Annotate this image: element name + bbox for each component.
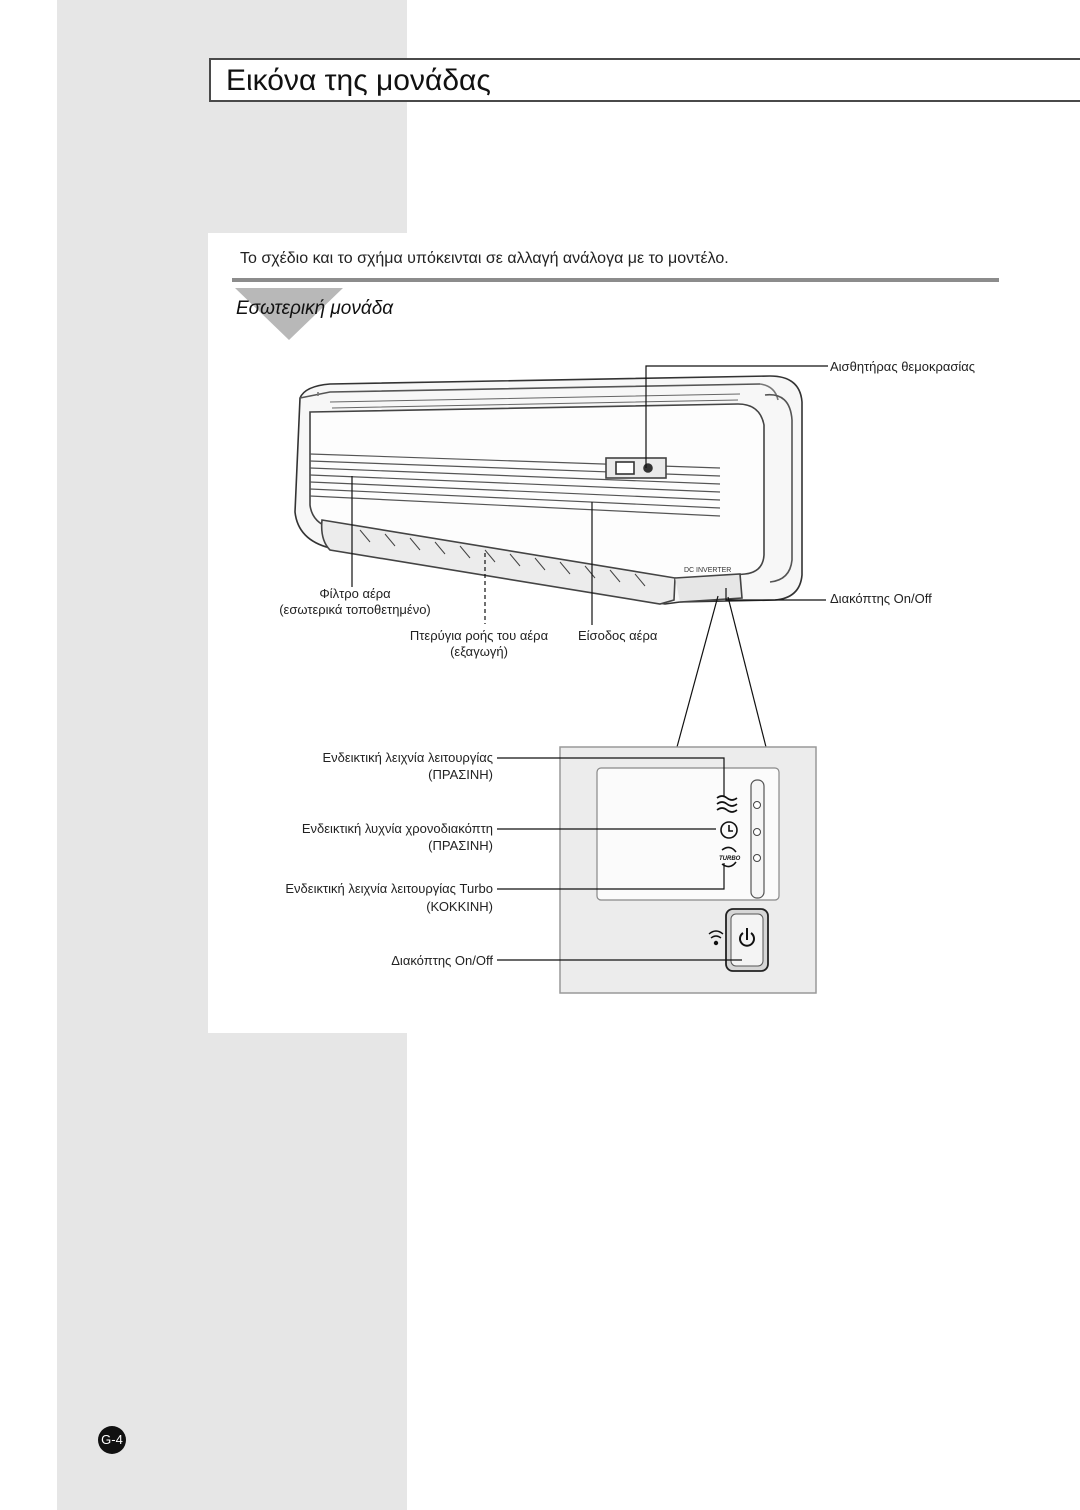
section-triangle-marker xyxy=(235,288,343,340)
leader-lines xyxy=(351,365,828,748)
label-operation-led-color: (ΠΡΑΣΙΝΗ) xyxy=(428,767,493,782)
label-timer-led: Ενδεικτική λυχνία χρονοδιακόπτη xyxy=(301,821,493,836)
label-temperature-sensor: Αισθητήρας θεμοκρασίας xyxy=(830,359,976,374)
label-air-inlet: Είσοδος αέρα xyxy=(578,628,658,643)
turbo-icon-text: TURBO xyxy=(719,856,741,862)
label-turbo-led: Ενδεικτική λειχνία λειτουργίας Turbo xyxy=(285,881,493,896)
turbo-icon: TURBO xyxy=(719,846,741,868)
label-timer-led-color: (ΠΡΑΣΙΝΗ) xyxy=(428,838,493,853)
label-louvers-line2: (εξαγωγή) xyxy=(450,644,508,659)
divider-rule xyxy=(232,278,999,282)
model-note: Το σχέδιο και το σχήμα υπόκεινται σε αλλ… xyxy=(240,250,729,267)
control-panel-closeup: TURBO xyxy=(559,746,817,994)
label-turbo-led-color: (ΚΟΚΚΙΝΗ) xyxy=(426,899,493,914)
label-air-filter: Φίλτρο αέρα (εσωτερικά τοποθετημένο) xyxy=(270,586,440,618)
label-air-filter-line1: Φίλτρο αέρα xyxy=(319,586,391,601)
timer-icon xyxy=(720,821,738,839)
label-onoff-switch-panel: Διακόπτης On/Off xyxy=(391,953,493,968)
operation-icon xyxy=(716,795,738,813)
power-icon xyxy=(739,928,755,947)
label-louvers: Πτερύγια ροής του αέρα (εξαγωγή) xyxy=(398,628,560,660)
section-subtitle: Εσωτερική μονάδα xyxy=(236,298,394,319)
label-louvers-line1: Πτερύγια ροής του αέρα xyxy=(409,628,549,643)
wireless-signal-icon xyxy=(708,930,724,946)
page-title: Εικόνα της μονάδας xyxy=(226,64,491,97)
label-operation-led: Ενδεικτική λειχνία λειτουργίας xyxy=(322,750,493,765)
label-air-filter-line2: (εσωτερικά τοποθετημένο) xyxy=(279,602,431,617)
indoor-unit-drawing xyxy=(294,375,803,605)
panel-leader-lines xyxy=(497,757,742,961)
brand-mark: DC INVERTER xyxy=(684,567,731,574)
label-onoff-switch-unit: Διακόπτης On/Off xyxy=(830,591,932,606)
page-number-badge: G-4 xyxy=(98,1426,126,1454)
page-title-box: Εικόνα της μονάδας xyxy=(209,58,1080,102)
